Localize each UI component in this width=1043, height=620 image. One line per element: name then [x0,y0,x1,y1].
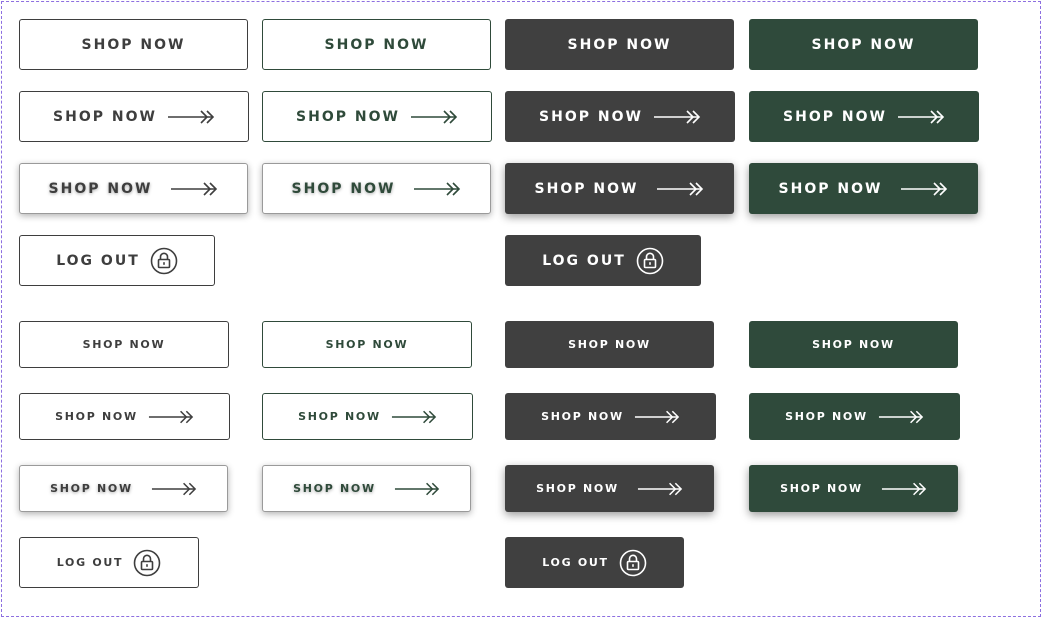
button-label: SHOP NOW [812,338,895,351]
button-label: SHOP NOW [539,108,643,125]
double-chevron-arrow-icon [656,181,704,196]
button-label: LOG OUT [542,556,609,569]
button-label: SHOP NOW [55,410,138,423]
lock-circle-icon [150,247,178,275]
lock-circle-icon [636,247,664,275]
button-label: LOG OUT [542,252,626,269]
button-label: SHOP NOW [291,180,396,197]
button-label: SHOP NOW [298,410,381,423]
button-label: SHOP NOW [778,180,883,197]
shop-now-arrow-button-filled-green-shadow[interactable]: SHOP NOW [749,163,978,214]
button-label: SHOP NOW [53,108,157,125]
double-chevron-arrow-icon [637,482,683,496]
double-chevron-arrow-icon [878,410,924,424]
button-label: LOG OUT [56,252,140,269]
button-label: SHOP NOW [534,180,639,197]
shop-now-arrow-button-small-outline-green-shadow[interactable]: SHOP NOW [262,465,471,512]
shop-now-button-outline-green[interactable]: SHOP NOW [262,19,491,70]
button-label: SHOP NOW [541,410,624,423]
button-label: SHOP NOW [324,36,429,53]
double-chevron-arrow-icon [148,410,194,424]
shop-now-arrow-button-filled-dark-shadow[interactable]: SHOP NOW [505,163,734,214]
double-chevron-arrow-icon [653,109,701,124]
double-chevron-arrow-icon [881,482,927,496]
shop-now-button-outline-dark[interactable]: SHOP NOW [19,19,248,70]
shop-now-button-small-outline-green[interactable]: SHOP NOW [262,321,472,368]
double-chevron-arrow-icon [151,482,197,496]
lock-circle-icon [619,549,647,577]
shop-now-arrow-button-outline-dark[interactable]: SHOP NOW [19,91,249,142]
log-out-button-small-filled-dark[interactable]: LOG OUT [505,537,684,588]
shop-now-arrow-button-small-filled-dark-shadow[interactable]: SHOP NOW [505,465,714,512]
shop-now-arrow-button-small-filled-green[interactable]: SHOP NOW [749,393,960,440]
shop-now-arrow-button-filled-dark[interactable]: SHOP NOW [505,91,735,142]
double-chevron-arrow-icon [634,410,680,424]
button-label: SHOP NOW [50,482,133,495]
double-chevron-arrow-icon [167,109,215,124]
double-chevron-arrow-icon [897,109,945,124]
double-chevron-arrow-icon [170,181,218,196]
button-label: SHOP NOW [536,482,619,495]
shop-now-button-small-outline-dark[interactable]: SHOP NOW [19,321,229,368]
button-label: SHOP NOW [293,482,376,495]
button-label: SHOP NOW [82,338,166,351]
button-label: SHOP NOW [811,36,916,53]
double-chevron-arrow-icon [391,410,437,424]
shop-now-button-small-filled-dark[interactable]: SHOP NOW [505,321,714,368]
button-label: LOG OUT [56,556,124,569]
double-chevron-arrow-icon [900,181,948,196]
button-label: SHOP NOW [296,108,400,125]
button-label: SHOP NOW [568,338,651,351]
shop-now-arrow-button-small-outline-dark[interactable]: SHOP NOW [19,393,230,440]
shop-now-arrow-button-small-outline-dark-shadow[interactable]: SHOP NOW [19,465,228,512]
log-out-button-small-outline-dark[interactable]: LOG OUT [19,537,199,588]
double-chevron-arrow-icon [410,109,458,124]
lock-circle-icon [133,549,161,577]
button-label: SHOP NOW [567,36,672,53]
shop-now-button-small-filled-green[interactable]: SHOP NOW [749,321,958,368]
shop-now-button-filled-green[interactable]: SHOP NOW [749,19,978,70]
button-label: SHOP NOW [325,338,409,351]
button-label: SHOP NOW [780,482,863,495]
shop-now-arrow-button-filled-green[interactable]: SHOP NOW [749,91,979,142]
shop-now-arrow-button-outline-green-shadow[interactable]: SHOP NOW [262,163,491,214]
button-label: SHOP NOW [81,36,186,53]
shop-now-arrow-button-small-filled-dark[interactable]: SHOP NOW [505,393,716,440]
shop-now-arrow-button-small-outline-green[interactable]: SHOP NOW [262,393,473,440]
shop-now-arrow-button-outline-dark-shadow[interactable]: SHOP NOW [19,163,248,214]
button-label: SHOP NOW [785,410,868,423]
button-label: SHOP NOW [48,180,153,197]
shop-now-arrow-button-outline-green[interactable]: SHOP NOW [262,91,492,142]
button-label: SHOP NOW [783,108,887,125]
double-chevron-arrow-icon [394,482,440,496]
double-chevron-arrow-icon [413,181,461,196]
shop-now-button-filled-dark[interactable]: SHOP NOW [505,19,734,70]
log-out-button-filled-dark[interactable]: LOG OUT [505,235,701,286]
log-out-button-outline-dark[interactable]: LOG OUT [19,235,215,286]
shop-now-arrow-button-small-filled-green-shadow[interactable]: SHOP NOW [749,465,958,512]
